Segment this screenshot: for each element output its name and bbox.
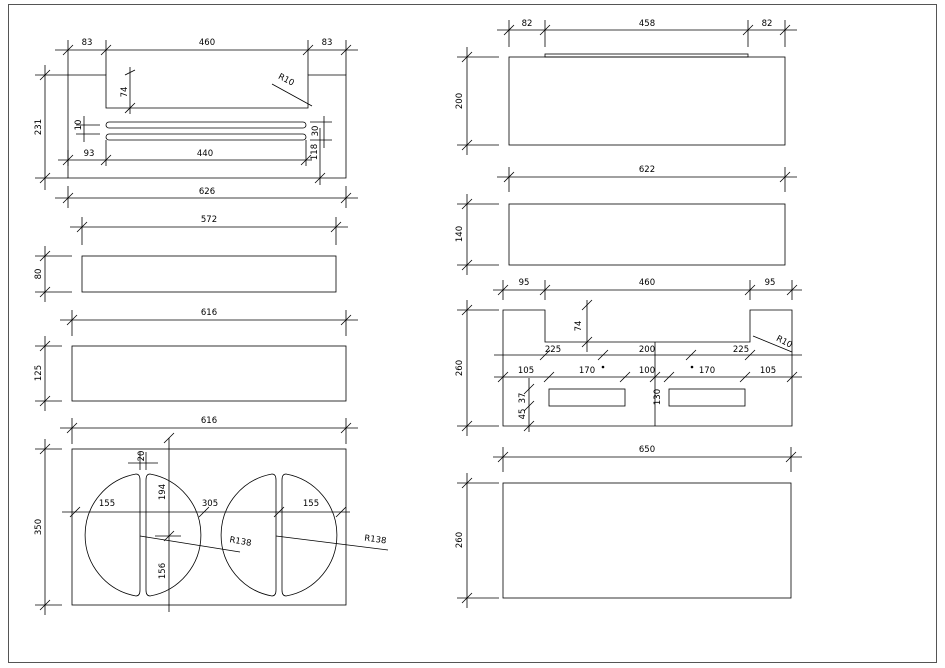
right-circle-half-b (281, 473, 338, 597)
p4-dim-height: 350 (34, 519, 44, 535)
p7-dim-h-c: 100 (639, 366, 655, 376)
p1-dim-radius: R10 (276, 72, 295, 89)
panel-2-outline (81, 255, 337, 293)
marker-dot-left (601, 365, 605, 369)
panel-1-outline (67, 74, 347, 179)
p7-dim-radius: R10 (774, 334, 793, 351)
panel-5-top-strip (544, 53, 749, 58)
p4-dim-radius-a: R138 (229, 535, 253, 549)
p4-dim-width: 616 (201, 416, 217, 426)
p7-dim-right: 95 (765, 278, 776, 288)
p6-dim-height: 140 (455, 226, 465, 242)
p7-dim-left: 95 (519, 278, 530, 288)
right-circle-half-a (220, 473, 277, 597)
marker-dot-right (690, 365, 694, 369)
p1-dim-gap: 10 (74, 120, 84, 131)
p1-dim-right: 83 (322, 38, 333, 48)
p1-dim-left: 83 (82, 38, 93, 48)
p4-dim-radius-b: R138 (364, 534, 387, 547)
p7-dim-v-b: 37 (518, 393, 528, 404)
p7-dim-inner-right: 225 (733, 345, 749, 355)
panel-7-window-right (668, 388, 746, 407)
left-circle-half-a (84, 473, 141, 597)
p1-dim-slot-width: 30 (311, 126, 321, 137)
p4-dim-left-radius: 155 (99, 499, 115, 509)
p7-dim-h-e: 105 (760, 366, 776, 376)
panel-4-circle-board (35, 418, 389, 615)
p7-dim-slot-depth: 74 (574, 321, 584, 332)
panel-5-board (457, 20, 797, 155)
p1-dim-height: 231 (34, 119, 44, 135)
panel-6-board (457, 167, 797, 275)
p5-dim-height: 200 (455, 93, 465, 109)
panel-1-slotted-board (35, 40, 358, 208)
panel-7-window-left (548, 388, 626, 407)
p4-dim-right-radius: 155 (303, 499, 319, 509)
p8-dim-width: 650 (639, 445, 655, 455)
p6-dim-width: 622 (639, 165, 655, 175)
left-circle-half-b (145, 473, 202, 597)
p5-dim-right: 82 (762, 19, 773, 29)
p1-dim-offset-left: 93 (84, 149, 95, 159)
p1-dim-slot-length: 440 (197, 149, 213, 159)
p4-dim-mid: 305 (202, 499, 218, 509)
p2-dim-width: 572 (201, 215, 217, 225)
p8-dim-height: 260 (455, 532, 465, 548)
p1-dim-slot-depth: 74 (120, 87, 130, 98)
panel-1-slot-upper (105, 121, 307, 129)
p7-dim-inner-mid: 200 (639, 345, 655, 355)
panel-8-board (457, 447, 802, 608)
p7-dim-h-a: 105 (518, 366, 534, 376)
p3-dim-width: 616 (201, 308, 217, 318)
panel-7-slotted-board (457, 280, 802, 436)
panel-8-outline (502, 482, 792, 599)
panel-1-slot-lower (105, 133, 307, 141)
panel-6-outline (508, 203, 786, 266)
p7-dim-h-d: 170 (699, 366, 715, 376)
panel-3-board (35, 310, 358, 411)
p7-dim-mid: 460 (639, 278, 655, 288)
p7-dim-inner-left: 225 (545, 345, 561, 355)
p1-dim-total: 626 (199, 187, 215, 197)
panel-5-outline (508, 56, 786, 146)
panel-7-outline (502, 309, 793, 427)
p4-dim-small: 20 (137, 451, 147, 462)
sheet-frame (8, 4, 937, 663)
p2-dim-height: 80 (34, 269, 44, 280)
p5-dim-mid: 458 (639, 19, 655, 29)
p4-dim-lower: 156 (158, 563, 168, 579)
panel-3-outline (71, 345, 347, 402)
p4-dim-upper: 194 (158, 484, 168, 500)
p7-dim-height: 260 (455, 360, 465, 376)
p5-dim-left: 82 (522, 19, 533, 29)
p3-dim-height: 125 (34, 365, 44, 381)
p7-dim-v-a: 45 (518, 409, 528, 420)
p1-dim-offset-bottom: 118 (310, 144, 320, 160)
p7-dim-h-b: 170 (579, 366, 595, 376)
p7-dim-v-c: 130 (653, 389, 663, 405)
p1-dim-mid: 460 (199, 38, 215, 48)
panel-4-outline (71, 448, 347, 606)
panel-2-board (35, 217, 348, 302)
